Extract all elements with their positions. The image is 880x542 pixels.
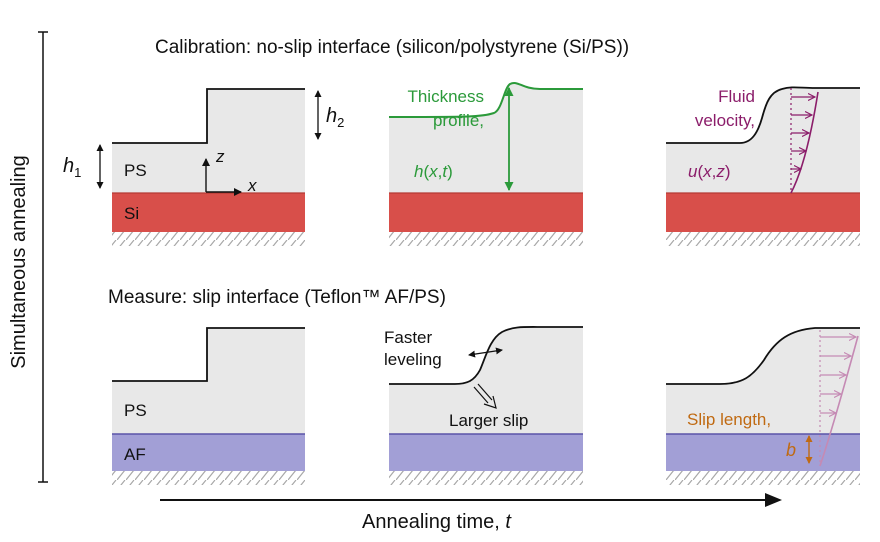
measure-title: Measure: slip interface (Teflon™ AF/PS) xyxy=(108,287,446,308)
panel-top-thickness: Thickness profile, h(x,t) xyxy=(388,82,583,246)
ground-hatch xyxy=(112,471,305,485)
velocity-line1: Fluid xyxy=(718,87,755,106)
larger-slip-arrow xyxy=(473,383,497,409)
time-axis-label: Annealing time, t xyxy=(362,511,512,533)
substrate-si xyxy=(666,193,860,232)
af-label: AF xyxy=(124,445,146,464)
h1-label: h1 xyxy=(63,155,81,180)
panel-bottom-leveling: Faster leveling Larger slip xyxy=(384,326,583,485)
velocity-function: u(x,z) xyxy=(688,162,731,181)
panel-top-initial: PS Si h1 h2 z x xyxy=(63,88,344,246)
film-ps xyxy=(389,326,583,434)
substrate-si xyxy=(389,193,583,232)
h2-label: h2 xyxy=(326,105,344,130)
substrate-af xyxy=(666,434,860,471)
substrate-af xyxy=(389,434,583,471)
panel-bottom-initial: PS AF xyxy=(112,327,305,485)
larger-slip-label: Larger slip xyxy=(449,411,528,430)
slip-velocity-vectors xyxy=(820,337,856,413)
substrate-af xyxy=(112,434,305,471)
thickness-function: h(x,t) xyxy=(414,162,453,181)
panel-top-velocity: Fluid velocity, u(x,z) xyxy=(666,86,860,246)
film-surface-line xyxy=(112,327,305,382)
film-ps xyxy=(112,89,305,193)
ps-label: PS xyxy=(124,401,147,420)
z-axis-label: z xyxy=(215,147,225,166)
leveling-line1: Faster xyxy=(384,328,433,347)
slip-length-symbol: b xyxy=(786,440,796,460)
leveling-arrow xyxy=(468,347,503,358)
slip-velocity-curve xyxy=(819,335,859,467)
film-ps xyxy=(666,328,860,434)
side-label: Simultaneous annealing xyxy=(8,155,30,369)
velocity-line2: velocity, xyxy=(695,111,755,130)
ground-hatch xyxy=(389,232,583,246)
panel-bottom-sliplength: Slip length, b xyxy=(666,327,860,485)
ground-hatch xyxy=(112,232,305,246)
ground-hatch xyxy=(666,232,860,246)
annealing-bracket xyxy=(38,31,48,483)
thickness-line1: Thickness xyxy=(407,87,484,106)
time-axis-arrow xyxy=(160,493,782,507)
velocity-vectors xyxy=(791,97,815,169)
si-label: Si xyxy=(124,204,139,223)
coordinate-axes xyxy=(202,158,242,196)
thickness-profile-curve xyxy=(388,82,583,118)
calibration-title: Calibration: no-slip interface (silicon/… xyxy=(155,37,629,58)
film-ps xyxy=(389,82,583,193)
ground-hatch xyxy=(389,471,583,485)
substrate-si xyxy=(112,193,305,232)
leveling-line2: leveling xyxy=(384,350,442,369)
slip-length-label: Slip length, xyxy=(687,410,771,429)
film-surface-line xyxy=(666,86,860,144)
ps-label: PS xyxy=(124,161,147,180)
x-axis-label: x xyxy=(247,176,257,195)
film-ps xyxy=(112,328,305,434)
ground-hatch xyxy=(666,471,860,485)
film-surface-line xyxy=(666,327,860,385)
film-surface-line xyxy=(112,88,305,144)
thickness-line2: profile, xyxy=(433,111,484,130)
